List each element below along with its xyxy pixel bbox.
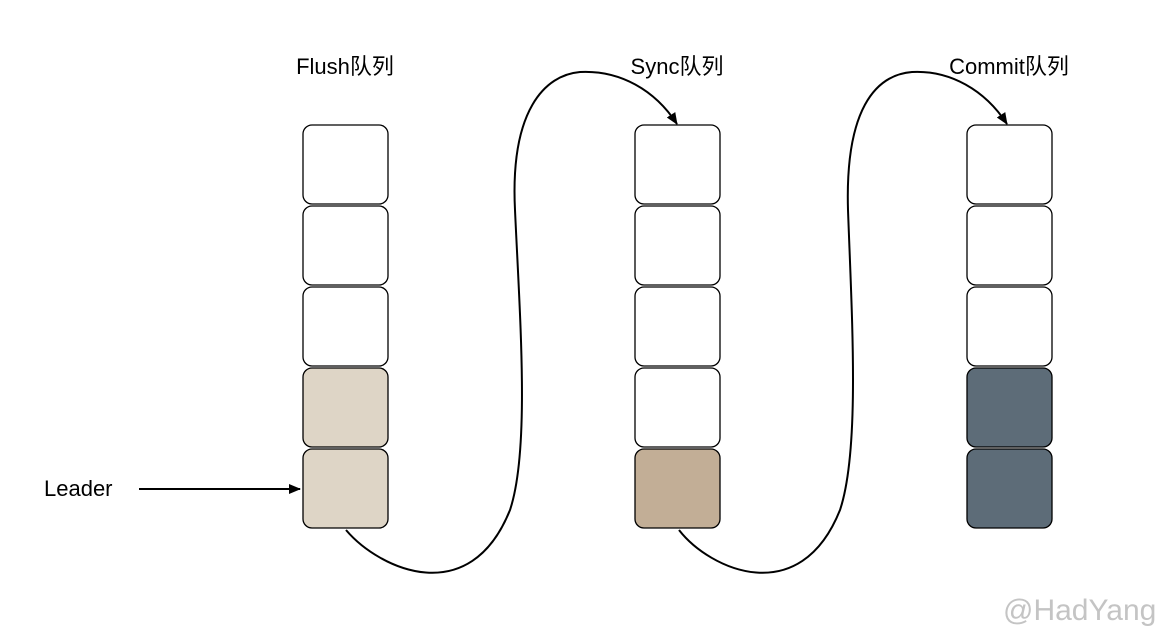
- commit-queue: [966, 124, 1053, 529]
- sync-queue-slot-5: [634, 448, 721, 529]
- flush-to-sync-connector: [345, 70, 678, 574]
- sync-queue: [634, 124, 721, 529]
- flush-queue-slot-2: [302, 205, 389, 286]
- commit-queue-slot-5: [966, 448, 1053, 529]
- watermark-text: @HadYang: [1003, 594, 1156, 627]
- flush-queue-slot-4: [302, 367, 389, 448]
- commit-queue-slot-2: [966, 205, 1053, 286]
- sync-queue-slot-4: [634, 367, 721, 448]
- sync-queue-slot-1: [634, 124, 721, 205]
- commit-queue-slot-4: [966, 367, 1053, 448]
- flush-queue: [302, 124, 389, 529]
- commit-queue-title: Commit队列: [949, 54, 1069, 79]
- commit-queue-slot-3: [966, 286, 1053, 367]
- leader-label: Leader: [44, 476, 113, 501]
- sync-to-commit-connector: [678, 70, 1008, 574]
- flush-queue-slot-1: [302, 124, 389, 205]
- commit-queue-slot-1: [966, 124, 1053, 205]
- sync-queue-slot-2: [634, 205, 721, 286]
- flush-queue-slot-3: [302, 286, 389, 367]
- sync-queue-title: Sync队列: [631, 54, 724, 79]
- sync-queue-slot-3: [634, 286, 721, 367]
- flush-queue-slot-5: [302, 448, 389, 529]
- flush-queue-title: Flush队列: [296, 54, 394, 79]
